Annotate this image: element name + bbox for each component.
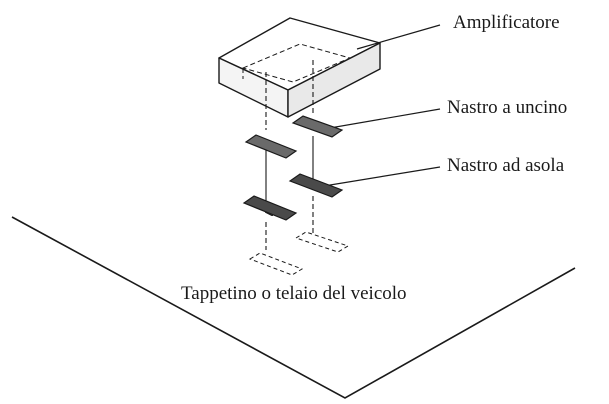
- footprint-right: [294, 231, 350, 253]
- label-loop-tape: Nastro ad asola: [447, 155, 565, 176]
- loop-tape-strips: [242, 173, 344, 221]
- leader-hook-tape: [329, 108, 441, 129]
- leader-loop-tape: [323, 166, 441, 187]
- label-amplifier: Amplificatore: [453, 12, 560, 33]
- loop-tape-left: [242, 195, 298, 221]
- floor-footprints: [248, 231, 350, 276]
- footprint-left: [248, 252, 304, 276]
- hook-tape-left: [244, 134, 298, 159]
- loop-tape-right: [288, 173, 344, 198]
- leader-amplifier: [356, 24, 441, 50]
- label-vehicle-mat: Tappetino o telaio del veicolo: [181, 283, 407, 304]
- label-hook-tape: Nastro a uncino: [447, 97, 568, 118]
- hook-tape-right: [291, 115, 344, 138]
- vehicle-floor-outline: [11, 216, 576, 399]
- hook-tape-strips: [244, 115, 344, 159]
- amplifier-hidden-edges: [241, 43, 352, 83]
- leader-lines: [323, 24, 441, 187]
- amplifier-box: [218, 17, 381, 118]
